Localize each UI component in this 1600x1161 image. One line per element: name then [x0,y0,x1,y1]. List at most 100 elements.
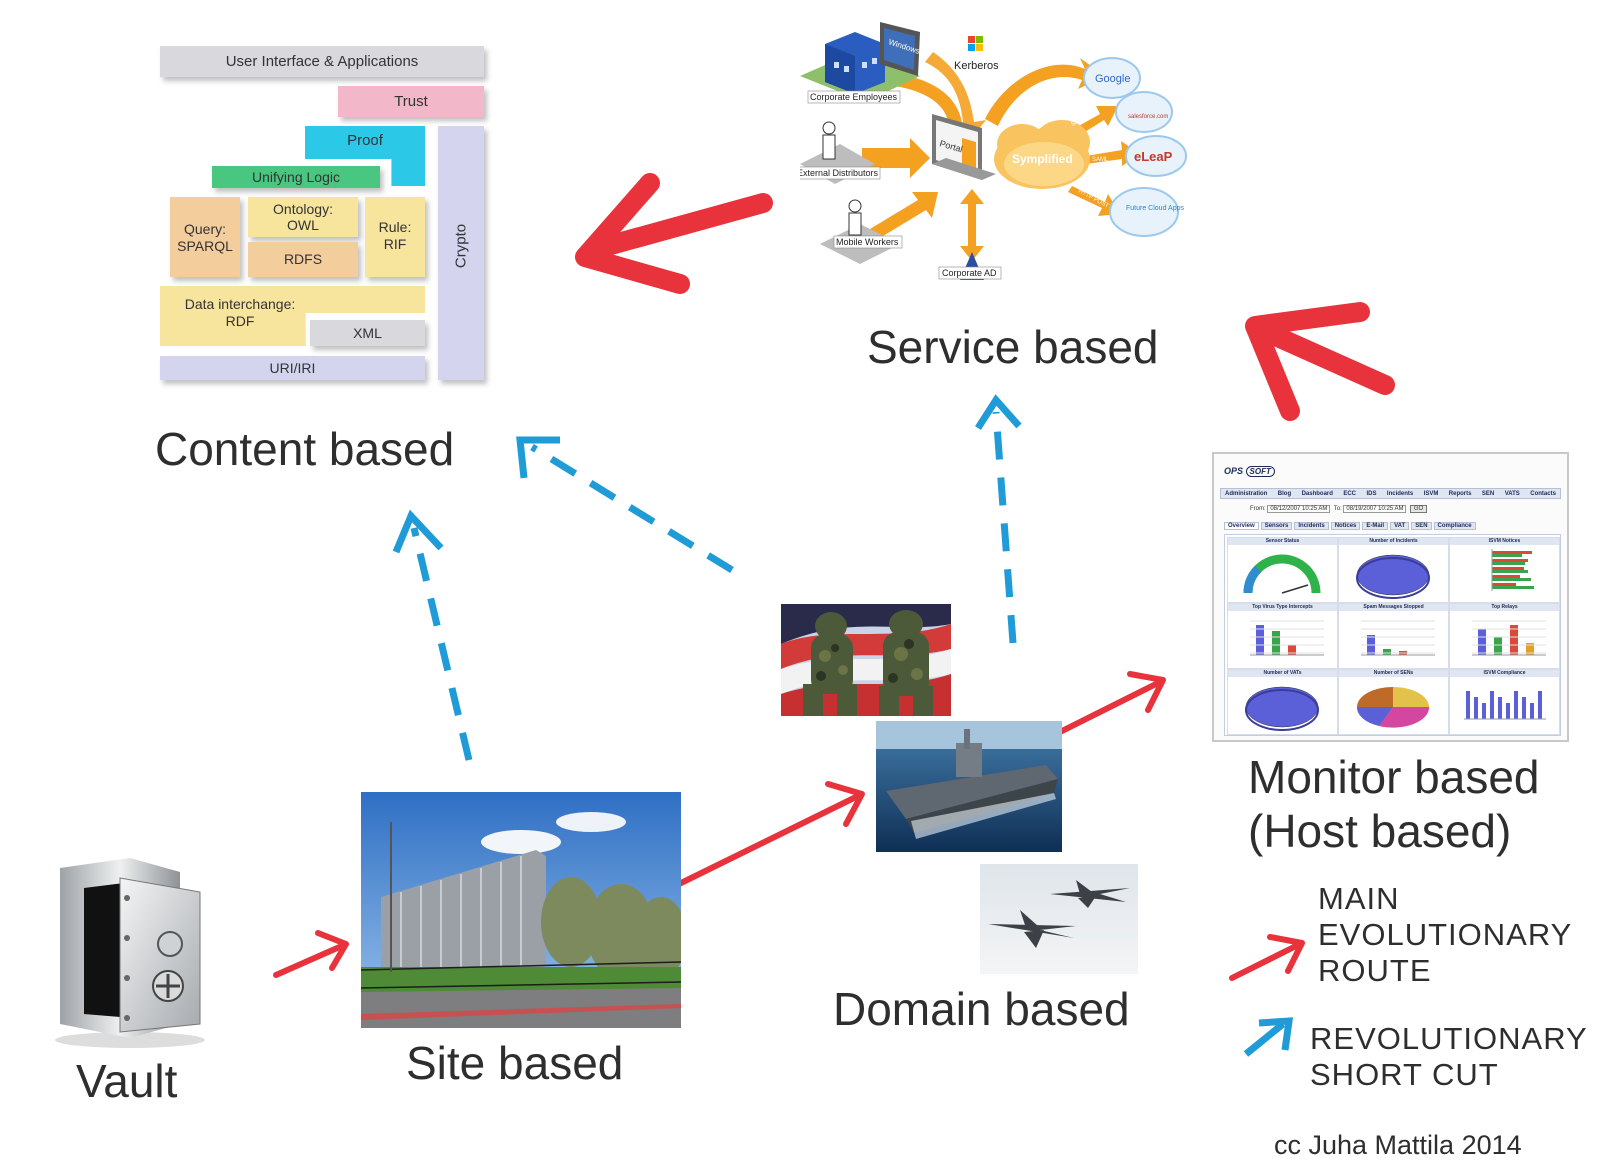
dashboard-panel-chart [1243,554,1321,594]
dashboard-panel-title: Top Virus Type Intercepts [1228,604,1337,611]
dashboard-tab[interactable]: E-Mail [1362,522,1389,530]
dashboard-go-button[interactable]: GO [1409,505,1428,513]
monitor-dashboard-screenshot: OPS SOFT Administration Blog Dashboard ECC I… [1212,452,1569,742]
stack-crypto-column: Crypto [438,126,484,380]
dashboard-nav: Administration Blog Dashboard ECC IDS Inciden… [1220,488,1561,499]
dashboard-panel-title: Top Relays [1450,604,1559,611]
dashboard-panel-chart [1361,620,1435,656]
dashboard-tab[interactable]: Notices [1330,522,1361,530]
shortcut-site-to-content-arrow [410,527,473,761]
corporate-building-icon [800,32,920,102]
main-route-domain-to-monitor-arrowhead [1127,671,1166,713]
main-route-vault-to-site-arrowhead [315,930,349,971]
dashboard-nav-item[interactable]: ISVM [1423,491,1439,497]
dashboard-nav-item[interactable]: Incidents [1386,491,1414,497]
main-route-vault-to-site-arrow [273,942,347,978]
flow-future-arrow [1068,186,1120,216]
dashboard-panel-chart [1250,620,1324,656]
stack-query-layer: Query: SPARQL [170,197,240,277]
main-route-monitor-to-service-arrowhead [1245,302,1370,421]
main-route-monitor-to-service-arrow [1252,320,1395,395]
dashboard-panel-title: ISVM Compliance [1450,670,1559,677]
legend-short-cut-arrow [1243,1021,1286,1057]
stack-ui-layer: User Interface & Applications [160,46,484,77]
content-based-label: Content based [155,423,455,475]
stack-rule-layer: Rule: RIF [365,197,425,277]
shortcut-domain-to-service-arrow [992,411,1017,644]
dashboard-panel-title: Spam Messages Stopped [1339,604,1448,611]
stack-trust-layer: Trust [338,86,484,117]
shortcut-domain-to-content-arrow [530,444,734,573]
corporate-ad-label: Corporate AD [942,268,997,278]
dashboard-tab[interactable]: SEN [1411,522,1432,530]
legend-main-route-text: MAIN EVOLUTIONARY ROUTE [1318,881,1573,988]
site-based-label: Site based [406,1037,624,1089]
main-route-service-to-content-arrowhead [575,173,690,294]
service-based-label: Service based [867,321,1159,373]
dashboard-panel: Sensor Status [1227,537,1338,603]
symplified-label: Symplified [1012,152,1073,166]
portal-laptop-icon [932,114,996,180]
external-distributors-label: External Distributors [800,168,879,178]
dashboard-nav-item[interactable]: IDS [1366,491,1377,497]
legend-main-route-arrow [1229,941,1303,981]
dashboard-nav-item[interactable]: Administration [1225,491,1268,497]
dashboard-panel: ISVM Notices [1449,537,1560,603]
dashboard-tab[interactable]: Compliance [1433,522,1476,530]
stack-rdfs-layer: RDFS [248,242,358,277]
stack-logic-layer: Unifying Logic [212,166,380,188]
shortcut-domain-to-service-arrowhead [975,394,1022,430]
site-building-photo [361,792,681,1028]
dashboard-nav-item[interactable]: Dashboard [1301,491,1333,497]
dashboard-nav-item[interactable]: Blog [1277,491,1292,497]
dashboard-panel-chart [1491,549,1534,591]
warship-photo [876,721,1062,852]
kerberos-label: Kerberos [954,60,999,72]
semantic-web-stack: User Interface & Applications Trust Cryp… [160,46,490,386]
dashboard-panel: Top Virus Type Intercepts [1227,603,1338,669]
stack-uri-layer: URI/IRI [160,356,425,380]
dashboard-panel: ISVM Compliance [1449,669,1560,735]
shortcut-domain-to-content-arrowhead [516,436,560,479]
dashboard-nav-item[interactable]: SEN [1481,491,1495,497]
shortcut-site-to-content-arrowhead [392,509,444,554]
dashboard-tab[interactable]: VAT [1390,522,1410,530]
saml-label-2: SAML [1092,157,1109,163]
stack-ontology-layer: Ontology: OWL [248,197,358,237]
corporate-employees-label: Corporate Employees [810,92,898,102]
dashboard-tab[interactable]: Sensors [1260,522,1293,530]
dashboard-panel-title: Number of SENs [1339,670,1448,677]
dashboard-panel-chart [1356,554,1430,599]
dashboard-brand: OPS SOFT [1224,466,1275,477]
dashboard-panel-title: ISVM Notices [1450,538,1559,545]
legend-main-route-arrowhead [1267,934,1305,974]
mobile-workers-label: Mobile Workers [836,237,899,247]
google-label: Google [1095,73,1130,85]
dashboard-nav-item[interactable]: ECC [1343,491,1357,497]
cloud-apps-group [1083,57,1187,237]
main-route-site-to-domain-arrow [676,792,863,887]
dashboard-nav-item[interactable]: Reports [1448,491,1472,497]
vault-label: Vault [76,1055,178,1107]
dashboard-tab[interactable]: Incidents [1294,522,1329,530]
dashboard-panel-title: Number of VATs [1228,670,1337,677]
dashboard-nav-item[interactable]: Contacts [1530,491,1556,497]
dashboard-tab[interactable]: Overview [1224,522,1259,530]
http-post-label: HTTP POST [1077,188,1110,209]
main-route-service-to-content-arrow [590,193,773,258]
flow-windows-arrow [925,52,986,140]
dashboard-date-range: From: 08/12/2007 10:25 AM To: 08/19/2007… [1250,505,1428,513]
dashboard-panel-chart [1472,620,1546,656]
dashboard-panel-title: Number of Incidents [1339,538,1448,545]
monitor-based-label: Monitor based (Host based) [1248,751,1540,857]
salesforce-label: salesforce.com [1128,114,1168,120]
fighter-jets-photo [980,864,1138,974]
dashboard-panel: Number of Incidents [1338,537,1449,603]
dashboard-panel-chart [1245,686,1319,731]
dashboard-panel: Number of VATs [1227,669,1338,735]
dashboard-panel: Top Relays [1449,603,1560,669]
dashboard-nav-item[interactable]: VATS [1504,491,1520,497]
vault-safe-icon [55,858,205,1048]
